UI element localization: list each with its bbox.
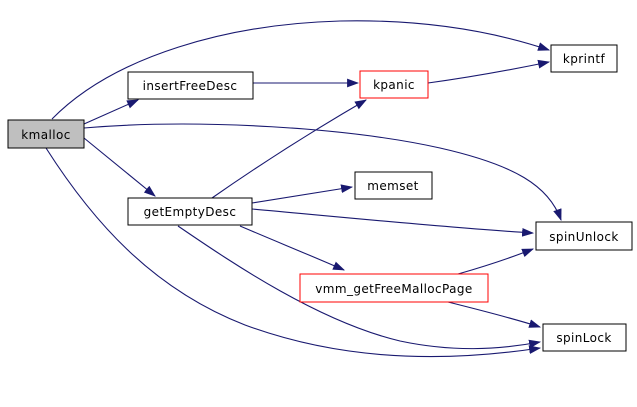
node-spinUnlock-label: spinUnlock xyxy=(549,230,618,244)
node-spinLock: spinLock xyxy=(542,323,627,352)
edge-getEmptyDesc-memset xyxy=(251,184,354,204)
edge-kpanic-kprintf xyxy=(427,59,551,84)
node-kprintf-box[interactable] xyxy=(550,44,618,73)
node-spinUnlock-box[interactable] xyxy=(535,221,633,251)
node-kpanic: kpanic xyxy=(359,70,429,99)
node-insertFreeDesc: insertFreeDesc xyxy=(127,71,254,100)
node-layer: kmalloc insertFreeDesc kpanic kprintf me… xyxy=(7,44,633,352)
node-kprintf-label: kprintf xyxy=(563,52,606,66)
edge-kmalloc-getEmptyDesc xyxy=(83,137,156,197)
node-kmalloc-box xyxy=(7,119,85,149)
node-kprintf: kprintf xyxy=(550,44,618,73)
node-vmm_getFreeMallocPage: vmm_getFreeMallocPage xyxy=(299,273,489,303)
edge-getEmptyDesc-spinUnlock xyxy=(251,208,535,237)
node-memset-box[interactable] xyxy=(354,171,433,200)
edge-kmalloc-spinUnlock xyxy=(83,123,562,222)
edge-getEmptyDesc-vmm_getFreeMallocPage xyxy=(239,225,345,271)
node-insertFreeDesc-label: insertFreeDesc xyxy=(143,79,238,93)
node-getEmptyDesc-box[interactable] xyxy=(127,197,253,226)
node-spinLock-label: spinLock xyxy=(556,331,611,345)
node-getEmptyDesc: getEmptyDesc xyxy=(127,197,253,226)
node-spinUnlock: spinUnlock xyxy=(535,221,633,251)
edge-getEmptyDesc-spinLock xyxy=(177,225,542,350)
edge-layer xyxy=(45,20,562,358)
node-memset: memset xyxy=(354,171,433,200)
node-vmm_getFreeMallocPage-label: vmm_getFreeMallocPage xyxy=(315,282,472,296)
node-kmalloc: kmalloc xyxy=(7,119,85,149)
edge-getEmptyDesc-kpanic xyxy=(211,99,367,199)
node-spinLock-box[interactable] xyxy=(542,323,627,352)
edge-kmalloc-insertFreeDesc xyxy=(83,99,139,125)
node-kpanic-box[interactable] xyxy=(359,70,429,99)
node-insertFreeDesc-box[interactable] xyxy=(127,71,254,100)
node-vmm_getFreeMallocPage-box[interactable] xyxy=(299,273,489,303)
edge-vmm_getFreeMallocPage-spinLock xyxy=(447,301,542,328)
node-kpanic-label: kpanic xyxy=(373,78,415,92)
node-memset-label: memset xyxy=(367,179,419,193)
edge-kmalloc-kprintf xyxy=(51,20,551,120)
edge-kmalloc-spinLock xyxy=(45,147,542,358)
node-kmalloc-label: kmalloc xyxy=(21,128,70,142)
edge-vmm_getFreeMallocPage-spinUnlock xyxy=(457,248,535,275)
node-getEmptyDesc-label: getEmptyDesc xyxy=(144,205,237,219)
